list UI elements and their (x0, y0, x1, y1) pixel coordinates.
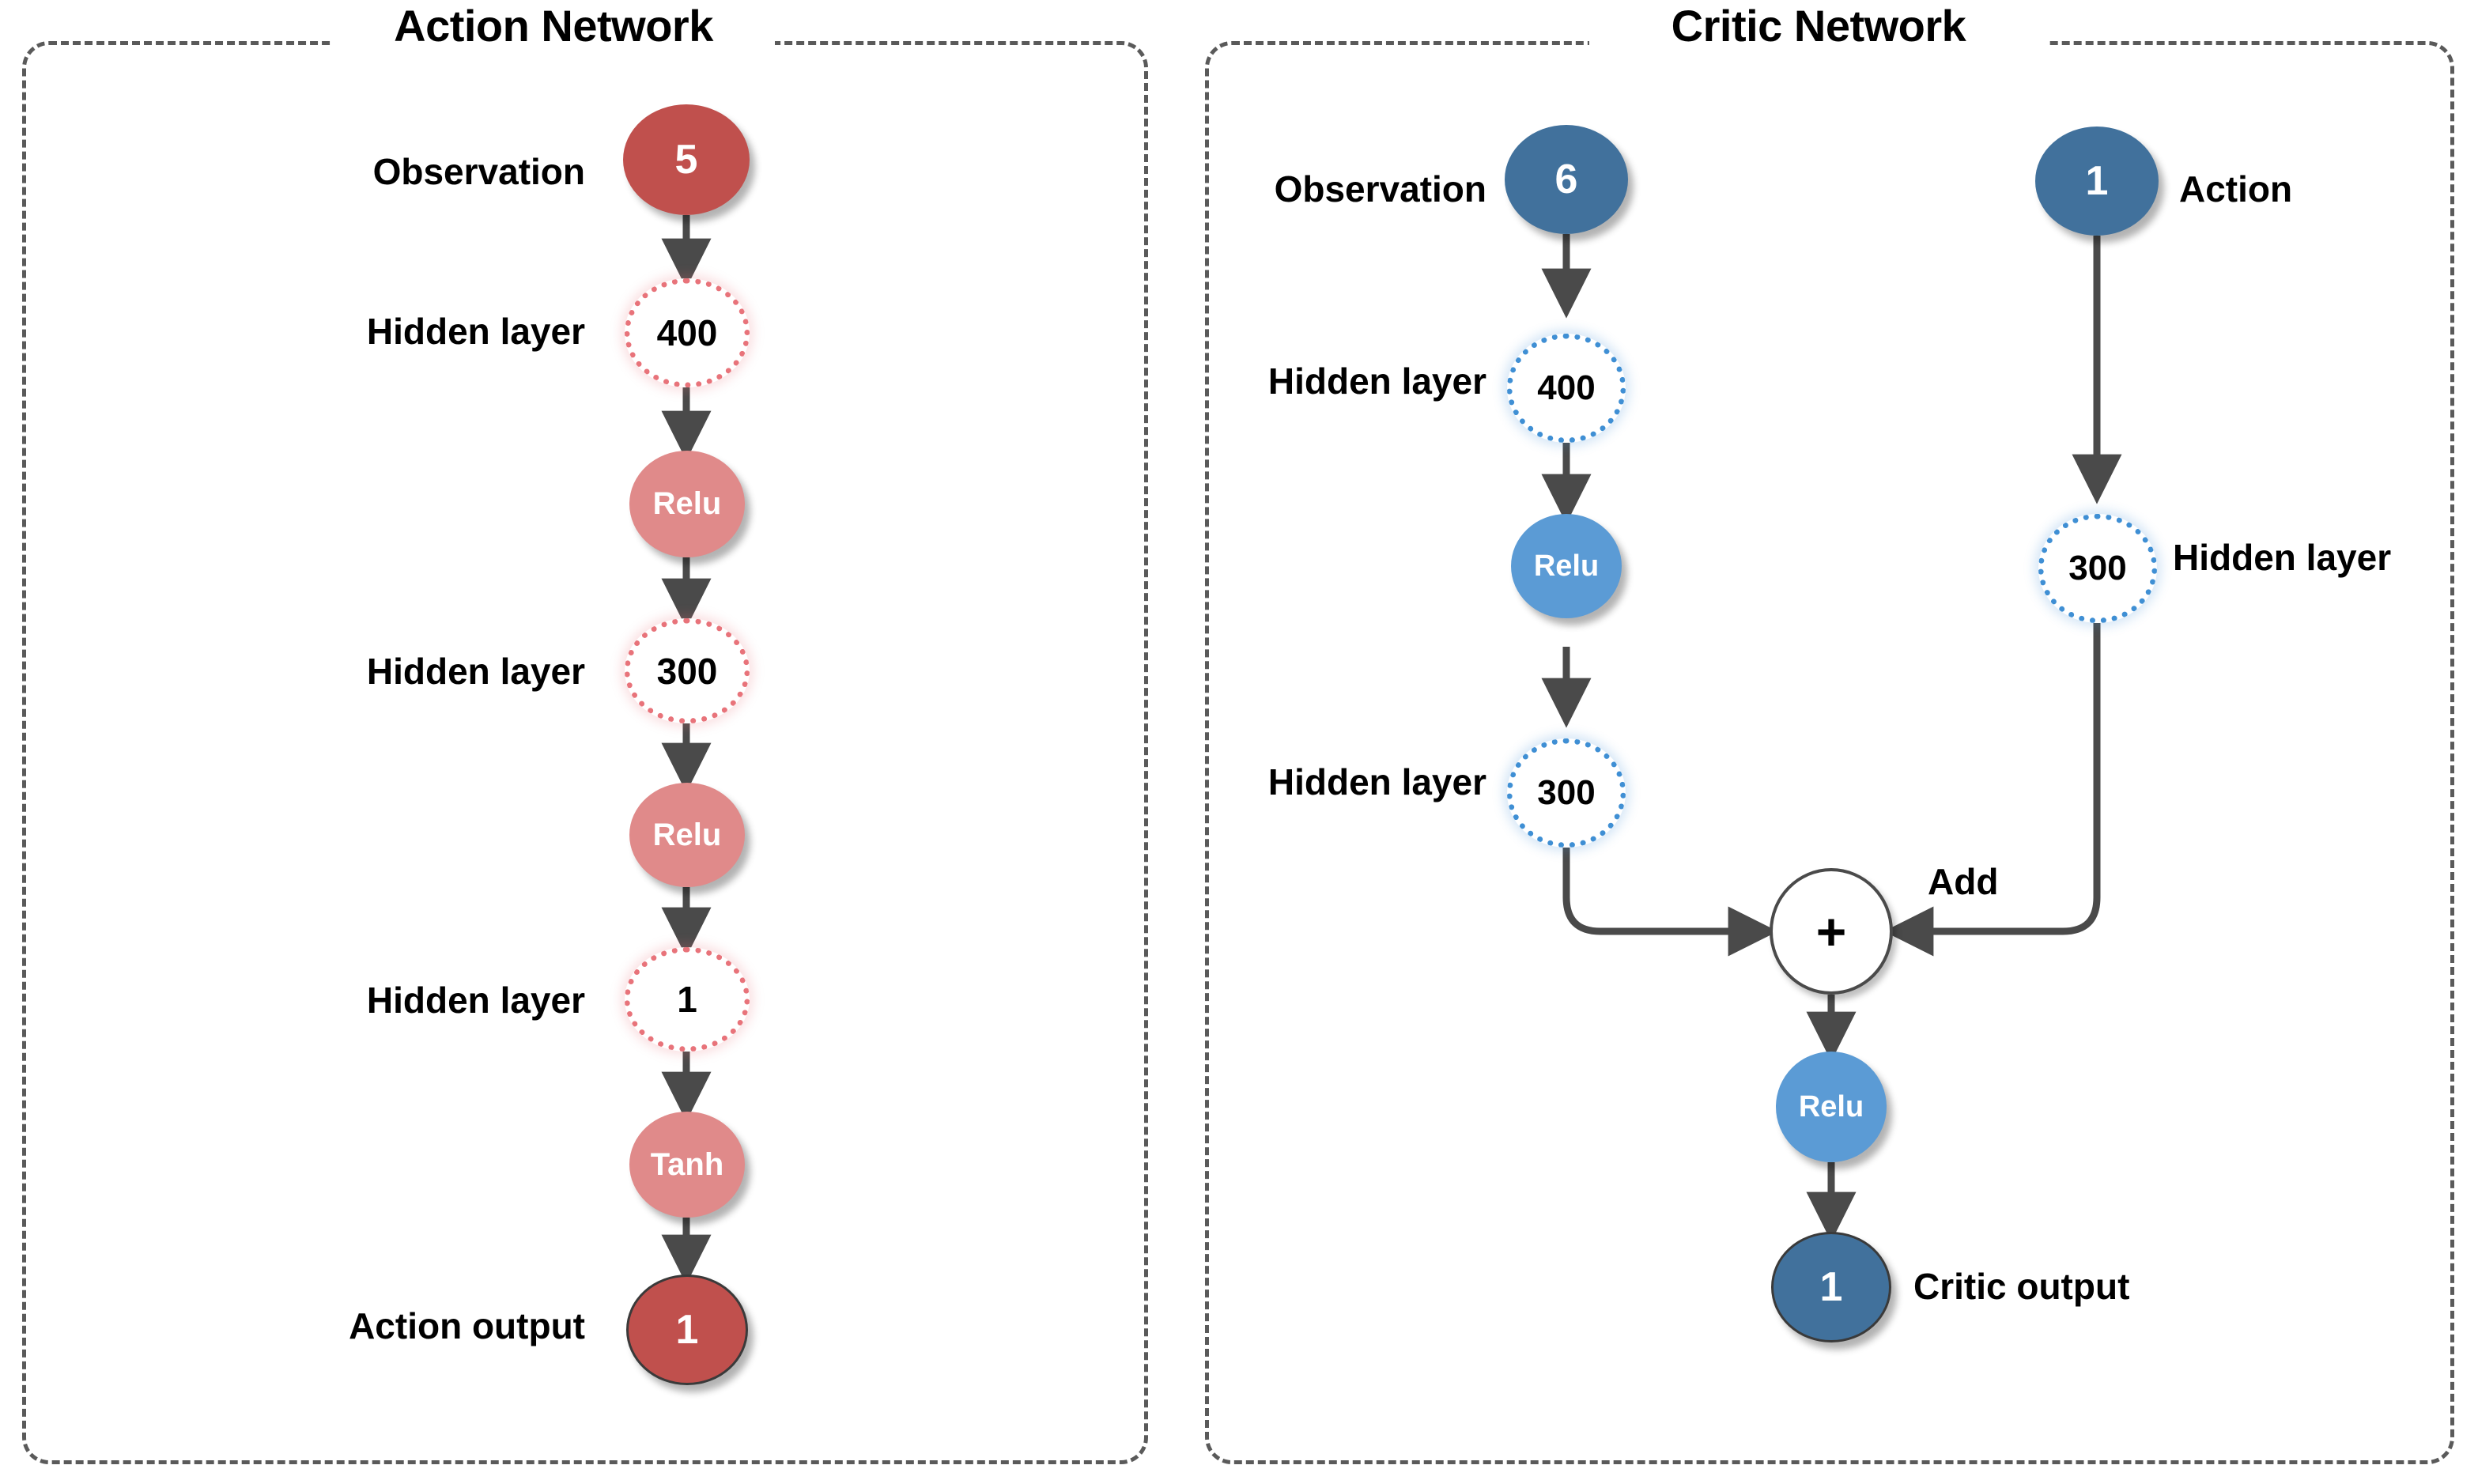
panel-action-title-mask (332, 32, 775, 54)
node-action-hidden-300-value: 300 (656, 650, 718, 692)
panel-critic-title-mask (1589, 32, 2048, 54)
node-critic-hidden-300-right-value: 300 (2068, 549, 2127, 587)
node-action-hidden-400[interactable]: 400 (625, 278, 750, 387)
node-critic-relu-1[interactable]: Relu (1511, 514, 1622, 618)
label-critic-hidden-300: Hidden layer (1267, 761, 1486, 802)
label-action-hidden-1: Hidden layer (366, 980, 585, 1021)
node-critic-action[interactable]: 1 (2035, 126, 2159, 236)
node-critic-relu-2[interactable]: Relu (1776, 1052, 1887, 1162)
panel-action-network (22, 41, 1148, 1464)
node-action-observation-value: 5 (674, 137, 698, 183)
node-action-relu-2[interactable]: Relu (629, 783, 745, 887)
label-action-hidden-300: Hidden layer (366, 651, 585, 692)
node-critic-relu-2-label: Relu (1798, 1089, 1864, 1123)
node-critic-observation-value: 6 (1554, 157, 1578, 202)
node-critic-add[interactable]: + (1770, 868, 1893, 995)
node-action-output[interactable]: 1 (626, 1274, 748, 1385)
plus-icon: + (1815, 902, 1847, 961)
label-action-hidden-400: Hidden layer (366, 311, 585, 352)
node-action-relu-2-label: Relu (652, 817, 722, 852)
node-critic-hidden-400-value: 400 (1537, 368, 1596, 407)
node-action-relu-1[interactable]: Relu (629, 451, 745, 557)
label-action-observation: Observation (372, 151, 585, 192)
node-action-hidden-1[interactable]: 1 (625, 947, 750, 1052)
label-critic-action: Action (2179, 168, 2293, 210)
panel-critic-title: Critic Network (1671, 1, 1966, 51)
node-critic-observation[interactable]: 6 (1505, 125, 1628, 234)
node-action-observation[interactable]: 5 (623, 104, 750, 215)
label-critic-hidden-300-right: Hidden layer (2173, 537, 2392, 578)
node-critic-hidden-300[interactable]: 300 (1507, 738, 1626, 848)
label-critic-observation: Observation (1274, 168, 1486, 210)
node-action-tanh-label: Tanh (650, 1146, 724, 1182)
dotted-ring-icon (1507, 738, 1626, 848)
node-critic-hidden-400[interactable]: 400 (1507, 334, 1626, 443)
node-critic-relu-1-label: Relu (1533, 549, 1600, 583)
label-critic-output: Critic output (1913, 1266, 2130, 1307)
node-critic-output[interactable]: 1 (1771, 1232, 1891, 1342)
dotted-ring-icon (1507, 334, 1626, 443)
node-critic-hidden-300-right[interactable]: 300 (2038, 514, 2157, 623)
node-action-tanh[interactable]: Tanh (629, 1112, 745, 1218)
node-action-hidden-300[interactable]: 300 (625, 618, 750, 723)
node-critic-action-value: 1 (2085, 158, 2109, 204)
node-critic-hidden-300-value: 300 (1537, 773, 1596, 812)
node-action-output-value: 1 (675, 1307, 699, 1353)
label-action-output: Action output (349, 1305, 585, 1346)
node-action-hidden-400-value: 400 (656, 312, 718, 353)
panel-action-title: Action Network (394, 1, 713, 51)
node-action-relu-1-label: Relu (652, 486, 722, 521)
label-critic-hidden-400: Hidden layer (1267, 361, 1486, 402)
node-critic-output-value: 1 (1819, 1264, 1843, 1310)
label-critic-add: Add (1928, 861, 1999, 902)
dotted-ring-icon (2038, 514, 2157, 623)
node-action-hidden-1-value: 1 (677, 979, 697, 1020)
